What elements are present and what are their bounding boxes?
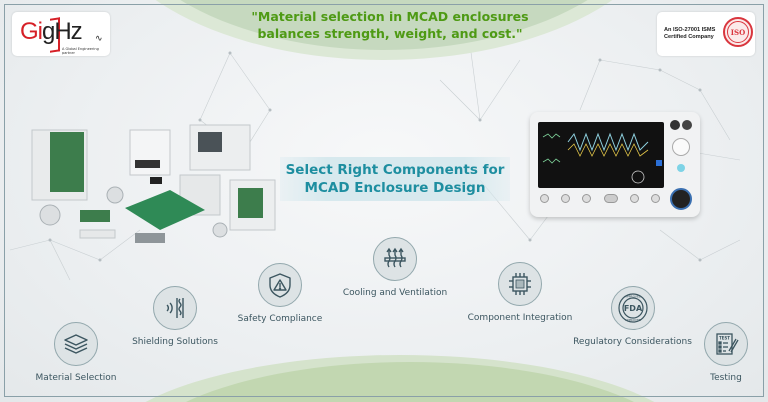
monitor-button <box>682 120 692 130</box>
monitor-button <box>603 194 618 203</box>
monitor-button-row <box>540 194 660 206</box>
company-logo[interactable]: GigHz ∿ A Global Engineering partner <box>12 12 110 56</box>
airflow-icon <box>373 237 417 281</box>
monitor-indicator <box>677 164 685 172</box>
center-title-line-2: MCAD Enclosure Design <box>304 180 486 196</box>
svg-text:APPROVED: APPROVED <box>624 295 641 299</box>
monitor-button <box>670 120 680 130</box>
monitor-screen <box>538 122 664 188</box>
iso-seal-icon: ISO <box>723 17 753 47</box>
center-title-banner: Select Right Components for MCAD Enclosu… <box>280 157 510 201</box>
header-quote: "Material selection in MCAD enclosures b… <box>240 8 540 42</box>
svg-text:APPROVED: APPROVED <box>624 318 641 322</box>
monitor-main-knob <box>670 188 692 210</box>
monitor-button <box>582 194 592 203</box>
feature-label: Shielding Solutions <box>132 337 218 347</box>
logo-text-ghz: gHz <box>42 18 83 45</box>
logo-text-gi: Gi <box>20 18 43 45</box>
medical-monitor-image <box>530 112 700 217</box>
iso-text: An ISO-27001 ISMS Certified Company <box>664 27 715 41</box>
center-title-line-1: Select Right Components for <box>285 162 505 178</box>
feature-label: Component Integration <box>467 313 573 323</box>
iso-text-line-1: An ISO-27001 ISMS <box>664 27 716 33</box>
feature-component-integration: Component Integration <box>460 262 580 323</box>
monitor-button <box>561 194 571 203</box>
feature-label: Regulatory Considerations <box>573 337 692 347</box>
logo-wordmark: GigHz <box>20 18 83 46</box>
shield-warning-icon <box>258 263 302 307</box>
shielding-icon <box>153 286 197 330</box>
layers-icon <box>54 322 98 366</box>
iso-certification-badge: An ISO-27001 ISMS Certified Company ISO <box>657 12 755 56</box>
quote-line-1: "Material selection in MCAD enclosures <box>251 9 529 24</box>
feature-label: Testing <box>710 373 742 383</box>
quote-line-2: balances strength, weight, and cost." <box>257 26 523 41</box>
svg-text:TEST: TEST <box>719 336 730 341</box>
waveform-display <box>542 132 662 184</box>
monitor-dial <box>672 138 690 156</box>
signal-wave-icon: ∿ <box>95 34 103 44</box>
feature-regulatory-considerations: FDA APPROVED APPROVED Regulatory Conside… <box>565 286 700 347</box>
test-checklist-icon: TEST <box>704 322 748 366</box>
feature-label: Safety Compliance <box>237 314 323 324</box>
svg-text:FDA: FDA <box>623 304 642 313</box>
feature-safety-compliance: Safety Compliance <box>225 263 335 324</box>
monitor-button <box>650 194 660 203</box>
feature-cooling-ventilation: Cooling and Ventilation <box>330 237 460 298</box>
feature-shielding-solutions: Shielding Solutions <box>120 286 230 347</box>
iso-text-line-2: Certified Company <box>664 34 714 40</box>
monitor-button <box>629 194 639 203</box>
monitor-button <box>540 194 549 203</box>
chip-icon <box>498 262 542 306</box>
feature-label: Material Selection <box>35 373 117 383</box>
feature-material-selection: Material Selection <box>26 322 126 383</box>
enclosure-components-image <box>31 124 276 243</box>
feature-label: Cooling and Ventilation <box>342 288 448 298</box>
fda-approved-icon: FDA APPROVED APPROVED <box>610 286 655 330</box>
feature-testing: TEST Testing <box>696 322 756 383</box>
bottom-divider <box>4 396 764 397</box>
iso-seal-text: ISO <box>727 21 749 43</box>
logo-tagline: A Global Engineering partner <box>62 47 99 55</box>
